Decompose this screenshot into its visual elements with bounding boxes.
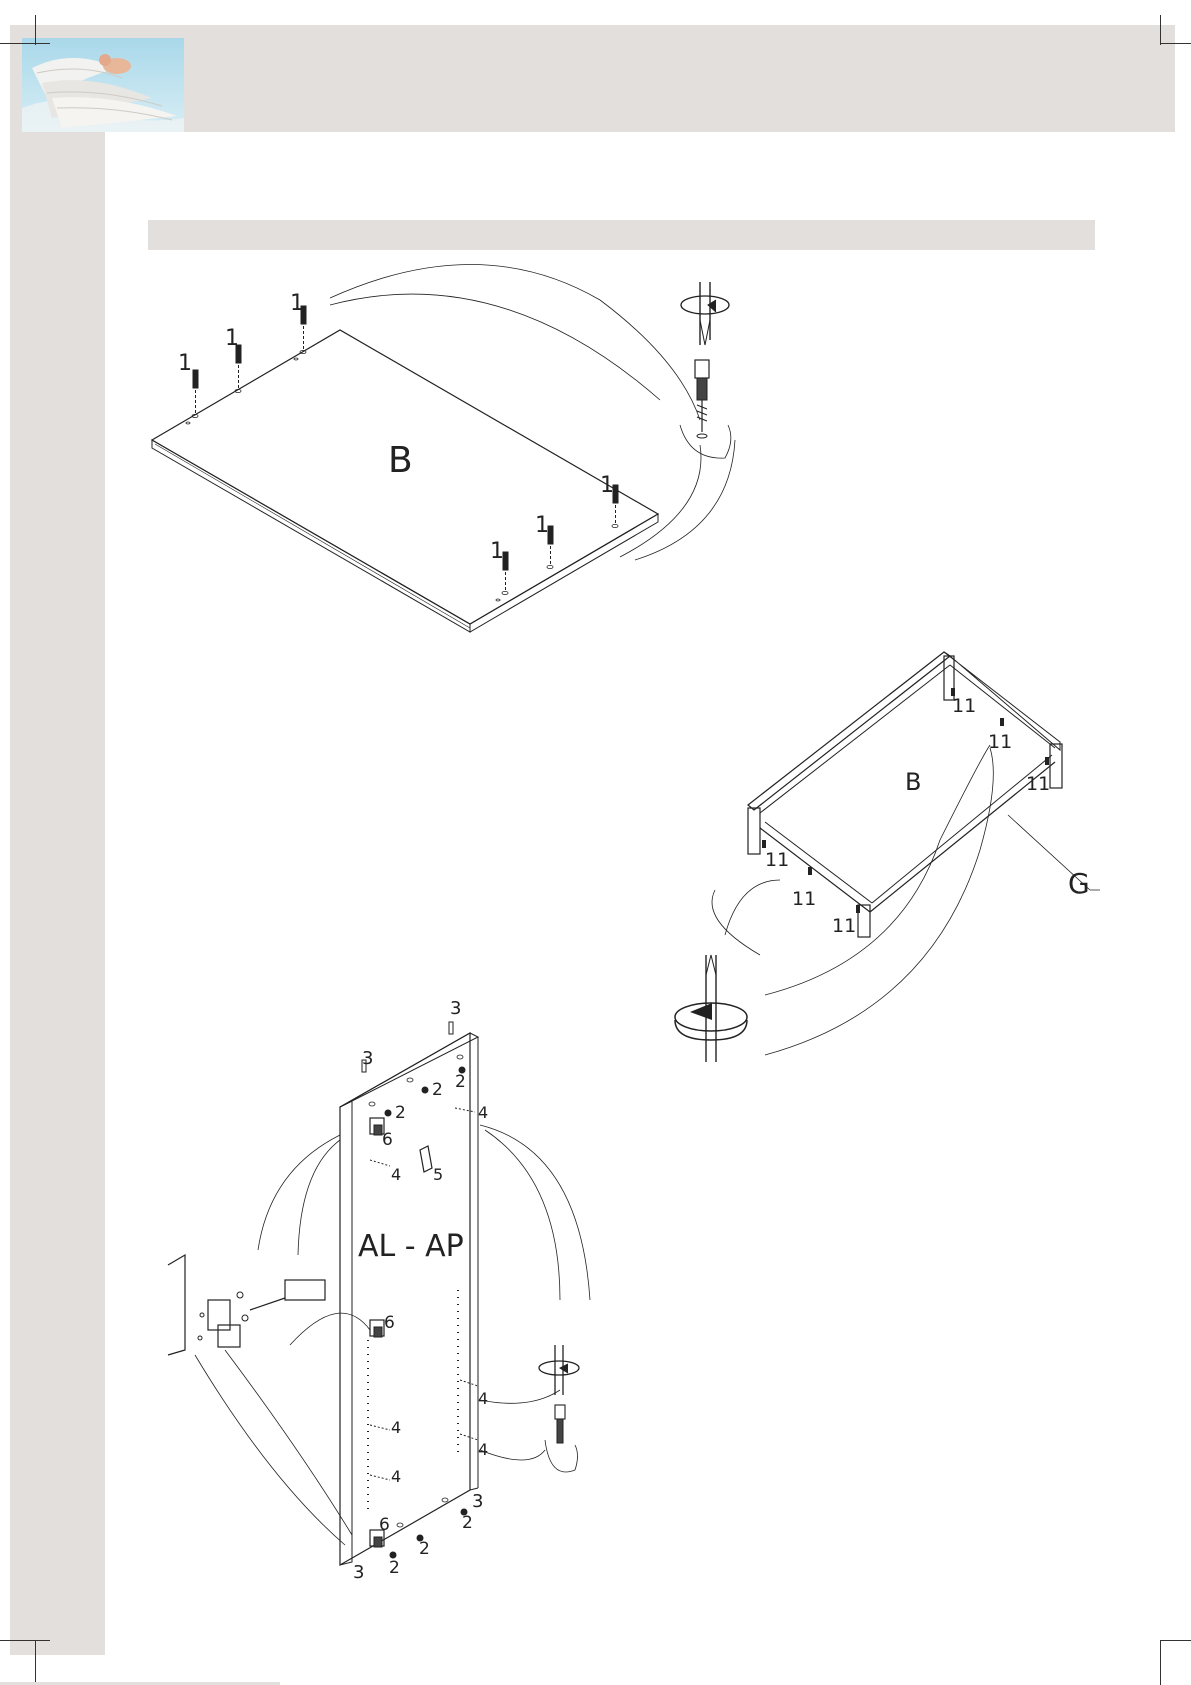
cam-bolt-label: 1 [225,326,239,351]
bolt-detail [680,360,731,458]
screwdriver-icon [675,955,747,1062]
screw-11-label: 11 [952,695,976,717]
cam-bolt-label: 1 [290,291,304,316]
screw-11-label: 11 [792,888,816,910]
screw-4-label: 4 [391,1418,401,1437]
screwdriver-icon [285,1280,325,1300]
screw-4-label: 4 [478,1103,488,1122]
screw-11-label: 11 [988,731,1012,753]
frame-b-label: B [905,768,921,796]
side-panel-diagram: AL - AP 3 3 3 3 2 2 2 2 2 2 4 4 4 4 4 4 … [168,998,590,1583]
cam-bolt-label: 1 [600,473,614,498]
screw-2-label: 2 [455,1072,466,1092]
hinge-6-label: 6 [382,1130,393,1150]
screw-11-label: 11 [1026,773,1050,795]
frame-diagram: B G 11 11 11 11 11 11 [675,652,1100,1062]
cam-bolt-label: 1 [490,539,504,564]
dowel [449,1022,453,1034]
screw-2-label: 2 [432,1080,443,1100]
dowel-3-label: 3 [450,998,461,1019]
screw-2-label: 2 [389,1558,400,1578]
screw-11-label: 11 [765,849,789,871]
hinge-plate [370,1320,384,1337]
hinge-detail [168,1255,325,1355]
screw-2-label: 2 [395,1103,406,1123]
dowel-3-label: 3 [362,1048,373,1069]
screwdriver-icon [539,1345,579,1472]
screw-11-label: 11 [832,915,856,937]
part-5 [420,1146,432,1172]
cam-bolt-label: 1 [535,513,549,538]
screw-4-label: 4 [478,1389,488,1408]
frame-g-label: G [1068,867,1090,900]
dowel-3-label: 3 [472,1491,483,1512]
screwdriver-icon [681,282,729,345]
screw-2-label: 2 [419,1539,430,1559]
screw-4-label: 4 [478,1440,488,1459]
panel-holes [369,1055,463,1527]
panel-alap-label: AL - AP [358,1229,464,1264]
hinge-6-label: 6 [379,1515,390,1535]
screw-set [762,688,1049,913]
cam-bolt-label: 1 [178,351,192,376]
part-5-label: 5 [433,1165,443,1184]
screw-2-label: 2 [462,1513,473,1533]
hinge-6-label: 6 [384,1313,395,1333]
screw-4-label: 4 [391,1467,401,1486]
cam-bolt [193,370,198,414]
screw-set [370,1108,478,1480]
rotate-arrow-icon [681,296,729,314]
cam-bolt [236,345,241,389]
rotate-arrow-icon [539,1361,579,1375]
panel-b-label: B [388,440,413,481]
panel-b-diagram: B 1 1 1 1 1 1 [152,264,735,632]
screw-4-label: 4 [391,1165,401,1184]
dowel-3-label: 3 [353,1562,364,1583]
